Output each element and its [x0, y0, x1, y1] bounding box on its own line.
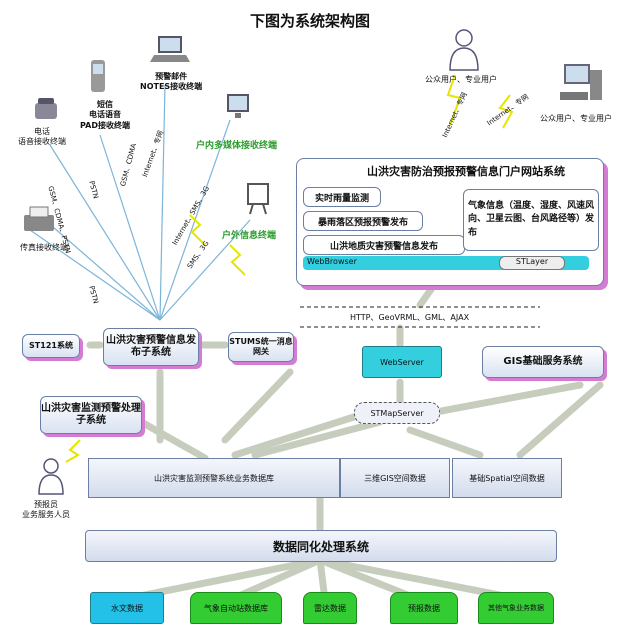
page-title: 下图为系统架构图	[249, 12, 370, 30]
phone-icon	[32, 95, 60, 127]
source-forecast[interactable]: 预报数据	[390, 592, 458, 624]
source-radar[interactable]: 雷达数据	[303, 592, 357, 624]
portal-system-panel: 山洪灾害防治预报预警信息门户网站系统 实时雨量监测 暴雨落区预报预警发布 山洪地…	[296, 158, 604, 286]
public-user-pc-label: 公众用户、专业用户	[540, 114, 612, 123]
business-database[interactable]: 山洪灾害监测预警系统业务数据库	[88, 458, 340, 498]
stmapserver-node[interactable]: STMapServer	[354, 402, 440, 424]
spatial-data[interactable]: 基础Spatial空间数据	[452, 458, 562, 498]
user-icon	[448, 28, 480, 76]
source-other-weather[interactable]: 其他气象业务数据	[478, 592, 554, 624]
forecaster-icon	[38, 458, 64, 500]
indoor-terminal-label: 户内多媒体接收终端	[196, 141, 278, 151]
webserver-node[interactable]: WebServer	[362, 346, 442, 378]
portal-weather-item[interactable]: 气象信息（温度、湿度、风速风向、卫星云图、台风路径等）发布	[463, 189, 599, 251]
forecaster-label: 预报员 业务服务人员	[22, 500, 70, 520]
public-user-label: 公众用户、专业用户	[425, 75, 497, 84]
terminal-fan-lines	[29, 84, 251, 321]
st121-system-box[interactable]: ST121系统	[22, 334, 80, 358]
portal-item-rainfall[interactable]: 实时雨量监测	[303, 187, 381, 207]
desktop-computer-icon	[560, 62, 606, 112]
stums-gateway-box[interactable]: STUMS统一消息网关	[228, 332, 294, 362]
portal-title: 山洪灾害防治预报预警信息门户网站系统	[367, 165, 565, 178]
portal-item-geo-warning[interactable]: 山洪地质灾害预警信息发布	[303, 235, 465, 255]
fax-icon	[22, 205, 56, 237]
fax-terminal-label: 传真接收终端	[20, 243, 68, 252]
monitor-subsystem-box[interactable]: 山洪灾害监测预警处理子系统	[40, 396, 142, 434]
phone-terminal-label: 电话 语音接收终端	[18, 127, 66, 147]
mobile-terminal-label: 短信 电话语音 PAD接收终端	[80, 100, 130, 130]
webbrowser-label: WebBrowser	[307, 257, 357, 266]
webbrowser-bar: WebBrowser STLayer	[303, 256, 589, 270]
assimilation-system[interactable]: 数据同化处理系统	[85, 530, 557, 562]
outdoor-terminal-label: 户外信息终端	[222, 231, 277, 241]
portal-item-rainstorm[interactable]: 暴雨落区预报预警发布	[303, 211, 423, 231]
wireless-bolts	[65, 74, 514, 463]
laptop-icon	[150, 34, 190, 68]
source-hydrology[interactable]: 水文数据	[90, 592, 164, 624]
billboard-icon	[245, 182, 271, 220]
mobile-phone-icon	[88, 58, 108, 98]
laptop-terminal-label: 预警邮件 NOTES接收终端	[140, 72, 203, 92]
stlayer-label: STLayer	[499, 256, 565, 270]
gis3d-data[interactable]: 三维GIS空间数据	[340, 458, 450, 498]
monitor-icon	[225, 92, 251, 124]
publish-subsystem-box[interactable]: 山洪灾害预警信息发布子系统	[103, 328, 199, 366]
protocols-label: HTTP、GeoVRML、GML、AJAX	[350, 313, 470, 322]
source-weather-station[interactable]: 气象自动站数据库	[190, 592, 282, 624]
gis-service-box[interactable]: GIS基础服务系统	[482, 346, 604, 378]
